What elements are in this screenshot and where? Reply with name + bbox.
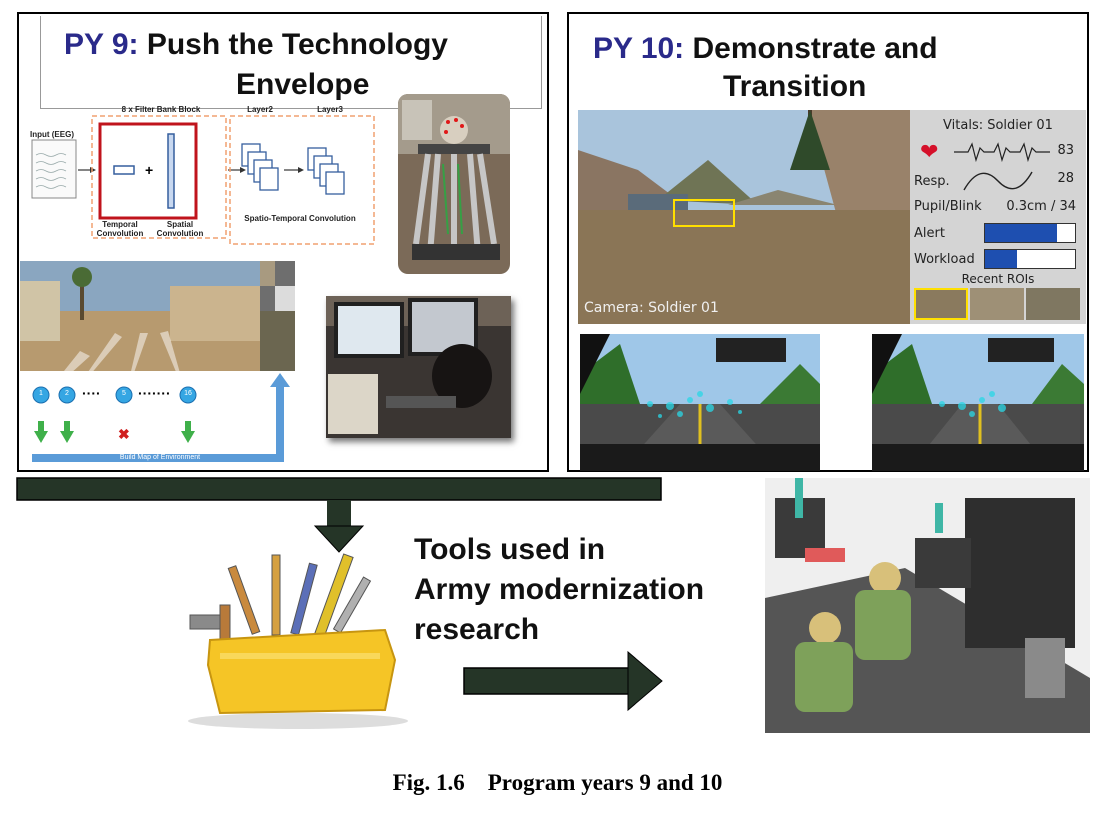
street-scene: ✖	[20, 261, 295, 469]
alert-bar-fill	[985, 224, 1057, 242]
py9-title-text: Push the Technology	[146, 28, 448, 61]
figure-caption: Fig. 1.6 Program years 9 and 10	[392, 770, 723, 795]
node-16: 16	[184, 390, 192, 397]
toolbox-icon	[188, 553, 408, 729]
eeg-input-box	[31, 139, 77, 199]
node-ellipsis-1: ····	[82, 385, 101, 401]
simulator-cad-render	[765, 478, 1090, 733]
pupil-label: Pupil/Blink	[914, 199, 982, 214]
layer2-label: Layer2	[247, 105, 273, 114]
node-ellipsis-2: ·······	[138, 385, 171, 401]
terrain-scene	[578, 110, 910, 324]
resp-label: Resp.	[914, 174, 950, 189]
driving-sim-view-1	[580, 334, 820, 471]
resp-value: 28	[1057, 171, 1074, 186]
py9-title-line1: PY 9: Push the Technology	[64, 26, 544, 64]
tools-text: Tools used in Army modernization researc…	[414, 530, 704, 650]
py9-title-box: PY 9: Push the Technology Envelope	[40, 16, 542, 109]
workstation-photo	[326, 296, 511, 438]
roi-thumb-1[interactable]	[914, 288, 968, 320]
py10-title-text: Demonstrate and	[692, 32, 938, 65]
camera-label: Camera: Soldier 01	[584, 300, 719, 316]
temporal-conv-label: Temporal Convolution	[96, 220, 144, 238]
spatio-temporal-label: Spatio-Temporal Convolution	[244, 214, 356, 223]
svg-text:+: +	[145, 162, 153, 178]
py9-title-line2: Envelope	[236, 68, 370, 101]
eeg-headset-photo	[398, 94, 510, 274]
node-5: 5	[122, 390, 126, 397]
eeg-input-label: Input (EEG)	[30, 130, 74, 139]
svg-text:✖: ✖	[118, 426, 130, 442]
heart-icon: ❤	[920, 139, 939, 164]
node-1: 1	[39, 390, 43, 397]
environment-map-figure: ✖ 1 2 5 16 ···· ······· Build Map of Env…	[20, 261, 295, 469]
eeg-network-diagram: + 8 x Filter Bank Block Input (EEG) Temp…	[30, 100, 398, 252]
filter-bank-label: 8 x Filter Bank Block	[121, 105, 201, 114]
node-2: 2	[65, 390, 69, 397]
resp-waveform	[963, 171, 1033, 191]
layer3-label: Layer3	[317, 105, 343, 114]
vitals-panel: Vitals: Soldier 01 ❤ 83 Resp. 28 Pupil/B…	[910, 110, 1086, 324]
tools-text-line3: research	[414, 613, 540, 646]
roi-thumb-3[interactable]	[1026, 288, 1080, 320]
camera-view: Camera: Soldier 01	[578, 110, 910, 324]
tools-text-line2: Army modernization	[414, 573, 705, 606]
workload-label: Workload	[914, 252, 975, 267]
headset-illustration	[398, 94, 510, 274]
py10-prefix: PY 10:	[593, 32, 685, 65]
driving-sim-view-2	[872, 334, 1084, 471]
py10-title-line2: Transition	[723, 70, 867, 103]
network-diagram-svg: +	[31, 115, 375, 245]
driving-scene-2	[872, 334, 1084, 471]
py9-prefix: PY 9:	[64, 28, 139, 61]
build-map-label: Build Map of Environment	[119, 454, 201, 461]
filter-bank-inner	[98, 122, 198, 220]
recent-rois-label: Recent ROIs	[961, 272, 1035, 286]
workload-bar	[984, 249, 1076, 269]
roi-thumb-2[interactable]	[970, 288, 1024, 320]
spatio-temporal-box	[229, 115, 375, 245]
py10-title-line1: PY 10: Demonstrate and	[593, 30, 1083, 68]
alert-label: Alert	[914, 226, 945, 241]
spatial-conv-label: Spatial Convolution	[156, 220, 204, 238]
heart-waveform	[954, 142, 1050, 163]
down-arrow	[16, 477, 662, 553]
vitals-header: Vitals: Soldier 01	[943, 118, 1053, 133]
filter-bank-outer	[91, 115, 227, 239]
driving-scene-1	[580, 334, 820, 471]
workload-bar-fill	[985, 250, 1017, 268]
alert-bar	[984, 223, 1076, 243]
down-arrow-bar	[16, 477, 662, 501]
right-arrow	[463, 650, 663, 712]
tools-text-line1: Tools used in	[414, 533, 606, 566]
pupil-value: 0.3cm / 34	[1006, 199, 1076, 214]
roi-box	[673, 199, 735, 227]
workstation-illustration	[326, 296, 511, 438]
heart-rate-value: 83	[1057, 143, 1074, 158]
